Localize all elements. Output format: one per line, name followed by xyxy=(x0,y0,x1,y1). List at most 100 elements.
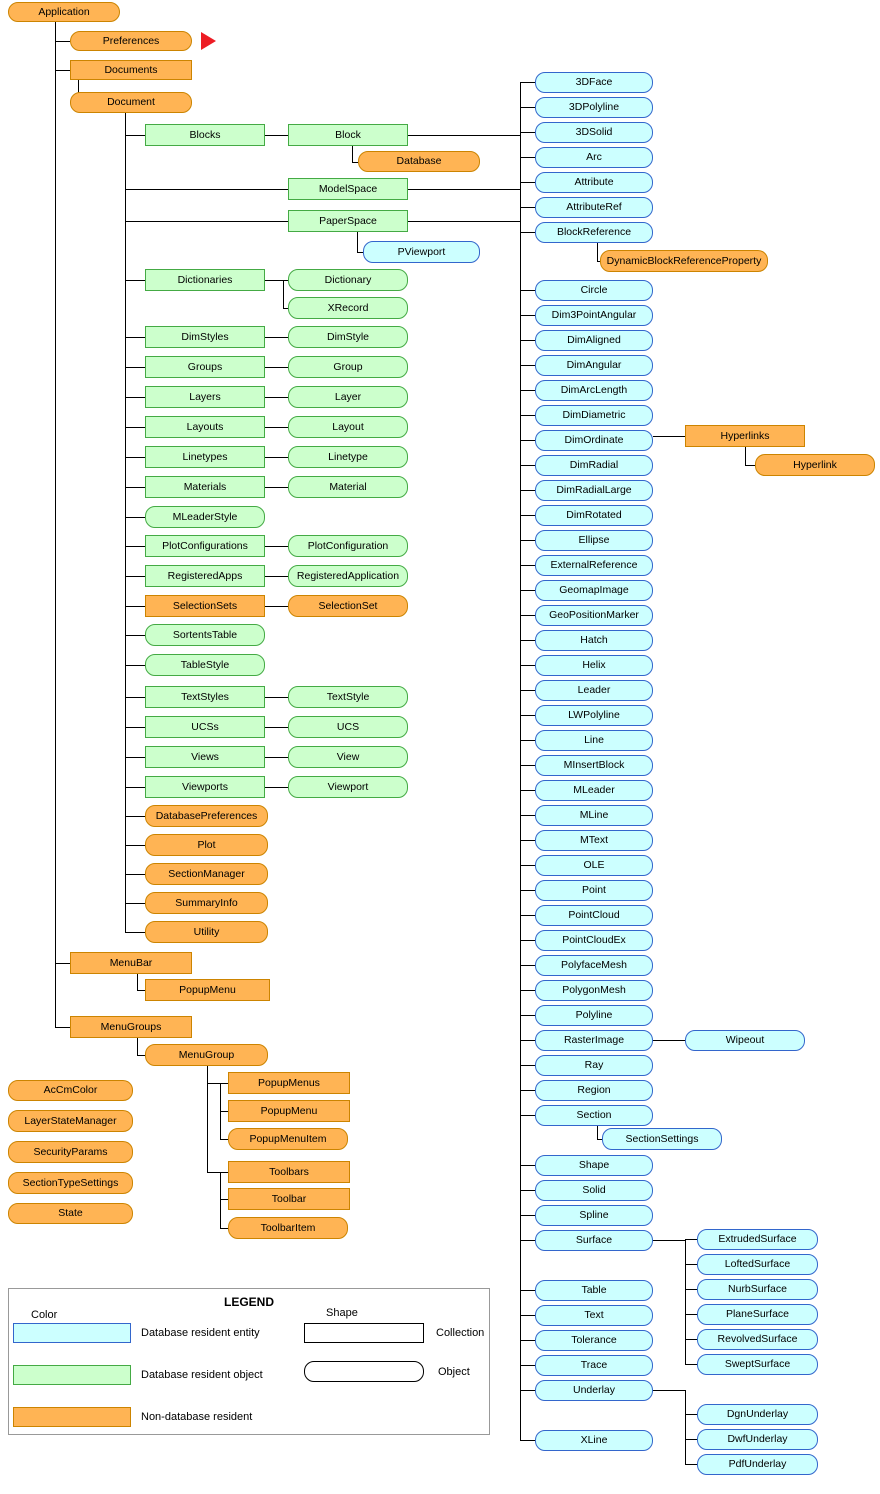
pviewport-node[interactable]: PViewport xyxy=(363,241,480,263)
viewport-node[interactable]: Viewport xyxy=(288,776,408,798)
view-node[interactable]: View xyxy=(288,746,408,768)
pdfunderlay-node[interactable]: PdfUnderlay xyxy=(697,1454,818,1475)
databasepreferences-node[interactable]: DatabasePreferences xyxy=(145,805,268,827)
toolbaritem-node[interactable]: ToolbarItem xyxy=(228,1217,348,1239)
dimdiametric-node[interactable]: DimDiametric xyxy=(535,405,653,426)
point-node[interactable]: Point xyxy=(535,880,653,901)
arc-node[interactable]: Arc xyxy=(535,147,653,168)
tablestyle-node[interactable]: TableStyle xyxy=(145,654,265,676)
minsertblock-node[interactable]: MInsertBlock xyxy=(535,755,653,776)
helix-node[interactable]: Helix xyxy=(535,655,653,676)
revolvedsurface-node[interactable]: RevolvedSurface xyxy=(697,1329,818,1350)
dimradiallarge-node[interactable]: DimRadialLarge xyxy=(535,480,653,501)
ucss-node[interactable]: UCSs xyxy=(145,716,265,738)
documents-node[interactable]: Documents xyxy=(70,60,192,80)
material-node[interactable]: Material xyxy=(288,476,408,498)
dimangular-node[interactable]: DimAngular xyxy=(535,355,653,376)
dictionaries-node[interactable]: Dictionaries xyxy=(145,269,265,291)
accmcolor-node[interactable]: AcCmColor xyxy=(8,1080,133,1101)
xline-node[interactable]: XLine xyxy=(535,1430,653,1451)
leader-node[interactable]: Leader xyxy=(535,680,653,701)
polyfacemesh-node[interactable]: PolyfaceMesh xyxy=(535,955,653,976)
popupmenu-2-node[interactable]: PopupMenu xyxy=(228,1100,350,1122)
table-node[interactable]: Table xyxy=(535,1280,653,1301)
rasterimage-node[interactable]: RasterImage xyxy=(535,1030,653,1051)
dimaligned-node[interactable]: DimAligned xyxy=(535,330,653,351)
dictionary-node[interactable]: Dictionary xyxy=(288,269,408,291)
dwfunderlay-node[interactable]: DwfUnderlay xyxy=(697,1429,818,1450)
layout-node[interactable]: Layout xyxy=(288,416,408,438)
popupmenus-node[interactable]: PopupMenus xyxy=(228,1072,350,1094)
region-node[interactable]: Region xyxy=(535,1080,653,1101)
popupmenu-node[interactable]: PopupMenu xyxy=(145,979,270,1001)
3dface-node[interactable]: 3DFace xyxy=(535,72,653,93)
viewports-node[interactable]: Viewports xyxy=(145,776,265,798)
polygonmesh-node[interactable]: PolygonMesh xyxy=(535,980,653,1001)
loftedsurface-node[interactable]: LoftedSurface xyxy=(697,1254,818,1275)
plotconfiguration-node[interactable]: PlotConfiguration xyxy=(288,535,408,557)
block-node[interactable]: Block xyxy=(288,124,408,146)
ray-node[interactable]: Ray xyxy=(535,1055,653,1076)
extrudedsurface-node[interactable]: ExtrudedSurface xyxy=(697,1229,818,1250)
dimstyles-node[interactable]: DimStyles xyxy=(145,326,265,348)
lwpolyline-node[interactable]: LWPolyline xyxy=(535,705,653,726)
hatch-node[interactable]: Hatch xyxy=(535,630,653,651)
dimrotated-node[interactable]: DimRotated xyxy=(535,505,653,526)
selectionsets-node[interactable]: SelectionSets xyxy=(145,595,265,617)
section-node[interactable]: Section xyxy=(535,1105,653,1126)
ellipse-node[interactable]: Ellipse xyxy=(535,530,653,551)
mtext-node[interactable]: MText xyxy=(535,830,653,851)
menubar-node[interactable]: MenuBar xyxy=(70,952,192,974)
line-node[interactable]: Line xyxy=(535,730,653,751)
sectionmanager-node[interactable]: SectionManager xyxy=(145,863,268,885)
solid-node[interactable]: Solid xyxy=(535,1180,653,1201)
mline-node[interactable]: MLine xyxy=(535,805,653,826)
trace-node[interactable]: Trace xyxy=(535,1355,653,1376)
layer-node[interactable]: Layer xyxy=(288,386,408,408)
dimradial-node[interactable]: DimRadial xyxy=(535,455,653,476)
toolbar-node[interactable]: Toolbar xyxy=(228,1188,350,1210)
3dsolid-node[interactable]: 3DSolid xyxy=(535,122,653,143)
plotconfigurations-node[interactable]: PlotConfigurations xyxy=(145,535,265,557)
state-node[interactable]: State xyxy=(8,1203,133,1224)
ole-node[interactable]: OLE xyxy=(535,855,653,876)
dynamicblockreferenceproperty-node[interactable]: DynamicBlockReferenceProperty xyxy=(600,250,768,272)
paperspace-node[interactable]: PaperSpace xyxy=(288,210,408,232)
circle-node[interactable]: Circle xyxy=(535,280,653,301)
dimarclength-node[interactable]: DimArcLength xyxy=(535,380,653,401)
xrecord-node[interactable]: XRecord xyxy=(288,297,408,319)
materials-node[interactable]: Materials xyxy=(145,476,265,498)
attribute-node[interactable]: Attribute xyxy=(535,172,653,193)
linetypes-node[interactable]: Linetypes xyxy=(145,446,265,468)
utility-node[interactable]: Utility xyxy=(145,921,268,943)
sectiontypesettings-node[interactable]: SectionTypeSettings xyxy=(8,1172,133,1194)
layers-node[interactable]: Layers xyxy=(145,386,265,408)
popupmenuitem-node[interactable]: PopupMenuItem xyxy=(228,1128,348,1150)
planesurface-node[interactable]: PlaneSurface xyxy=(697,1304,818,1325)
mleaderstyle-node[interactable]: MLeaderStyle xyxy=(145,506,265,528)
modelspace-node[interactable]: ModelSpace xyxy=(288,178,408,200)
document-node[interactable]: Document xyxy=(70,92,192,113)
hyperlinks-node[interactable]: Hyperlinks xyxy=(685,425,805,447)
textstyles-node[interactable]: TextStyles xyxy=(145,686,265,708)
registeredapplication-node[interactable]: RegisteredApplication xyxy=(288,565,408,587)
geomapimage-node[interactable]: GeomapImage xyxy=(535,580,653,601)
attributeref-node[interactable]: AttributeRef xyxy=(535,197,653,218)
dimstyle-node[interactable]: DimStyle xyxy=(288,326,408,348)
pointcloudex-node[interactable]: PointCloudEx xyxy=(535,930,653,951)
groups-node[interactable]: Groups xyxy=(145,356,265,378)
text-node[interactable]: Text xyxy=(535,1305,653,1326)
layerstatemanager-node[interactable]: LayerStateManager xyxy=(8,1110,133,1132)
dim3pointangular-node[interactable]: Dim3PointAngular xyxy=(535,305,653,326)
polyline-node[interactable]: Polyline xyxy=(535,1005,653,1026)
toolbars-node[interactable]: Toolbars xyxy=(228,1161,350,1183)
3dpolyline-node[interactable]: 3DPolyline xyxy=(535,97,653,118)
dimordinate-node[interactable]: DimOrdinate xyxy=(535,430,653,451)
menugroups-node[interactable]: MenuGroups xyxy=(70,1016,192,1038)
spline-node[interactable]: Spline xyxy=(535,1205,653,1226)
geopositionmarker-node[interactable]: GeoPositionMarker xyxy=(535,605,653,626)
plot-node[interactable]: Plot xyxy=(145,834,268,856)
preferences-node[interactable]: Preferences xyxy=(70,31,192,51)
securityparams-node[interactable]: SecurityParams xyxy=(8,1141,133,1163)
underlay-node[interactable]: Underlay xyxy=(535,1380,653,1401)
